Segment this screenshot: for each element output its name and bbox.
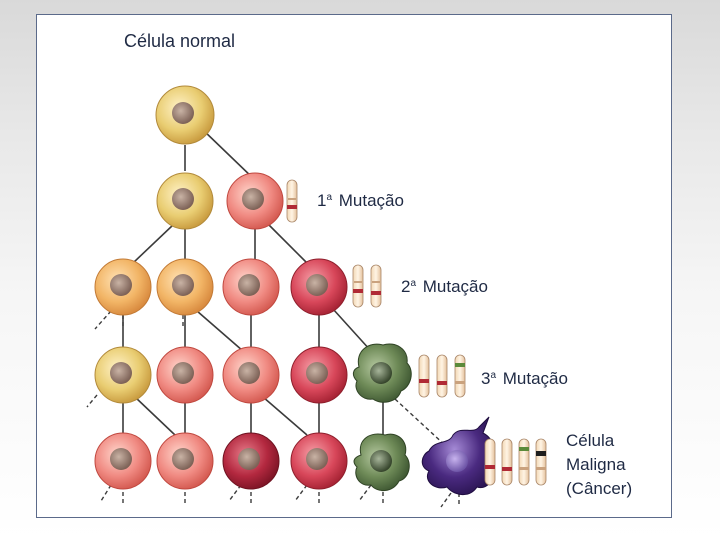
cell-lineage-diagram — [86, 85, 547, 508]
cell-gen4-4 — [290, 346, 348, 404]
cell-gen5-4 — [290, 432, 348, 490]
cell-gen4-2 — [156, 346, 214, 404]
chromosome-icon — [352, 264, 364, 308]
mutation-text: Mutação — [422, 277, 488, 296]
label-malignant-cell: Célula Maligna (Câncer) — [566, 429, 632, 501]
chromosome-icon — [286, 179, 298, 223]
cell-gen3-2 — [156, 258, 214, 316]
cell-gen4-3 — [222, 346, 280, 404]
label-mutation-2: 2a Mutação — [401, 277, 488, 297]
mutation-text: Mutação — [338, 191, 404, 210]
chromosome-icon — [518, 438, 530, 486]
mutation-number: 3 — [481, 369, 491, 388]
cell-gen5-green — [353, 433, 410, 491]
malignant-line-3: (Câncer) — [566, 479, 633, 498]
label-mutation-1: 1a Mutação — [317, 191, 404, 211]
cell-normal-root — [155, 85, 215, 145]
chromosome-icon — [535, 438, 547, 486]
mutation-number: 2 — [401, 277, 411, 296]
chromosome-icon — [501, 438, 513, 486]
cell-gen5-3 — [222, 432, 280, 490]
cell-gen4-1 — [94, 346, 152, 404]
cell-malignant — [421, 416, 495, 495]
chromosome-icon — [454, 354, 466, 398]
chromosome-icon — [418, 354, 430, 398]
cell-mutation3-gen4 — [352, 343, 412, 403]
chromosome-icon — [370, 264, 382, 308]
malignant-line-1: Célula — [566, 431, 615, 450]
cell-gen3-1 — [94, 258, 152, 316]
malignant-line-2: Maligna — [566, 455, 626, 474]
mutation-text: Mutação — [502, 369, 568, 388]
cell-gen5-1 — [94, 432, 152, 490]
cell-mutation1-gen2 — [226, 172, 284, 230]
chromosome-icon — [436, 354, 448, 398]
cell-gen3-3 — [222, 258, 280, 316]
chromosome-icon — [484, 438, 496, 486]
label-mutation-3: 3a Mutação — [481, 369, 568, 389]
mutation-ordinal: a — [326, 192, 333, 203]
cell-gen5-2 — [156, 432, 214, 490]
lineage-lines — [122, 128, 384, 436]
diagram-frame: Célula normal 1a Mutação 2a Mutação 3a M… — [36, 14, 672, 518]
chromosome-icons — [286, 179, 547, 486]
mutation-number: 1 — [317, 191, 327, 210]
cell-mutation2-gen3 — [290, 258, 348, 316]
cell-normal-gen2 — [156, 172, 214, 230]
mutation-ordinal: a — [410, 278, 417, 289]
title-normal-cell: Célula normal — [124, 31, 236, 51]
mutation-ordinal: a — [490, 370, 497, 381]
